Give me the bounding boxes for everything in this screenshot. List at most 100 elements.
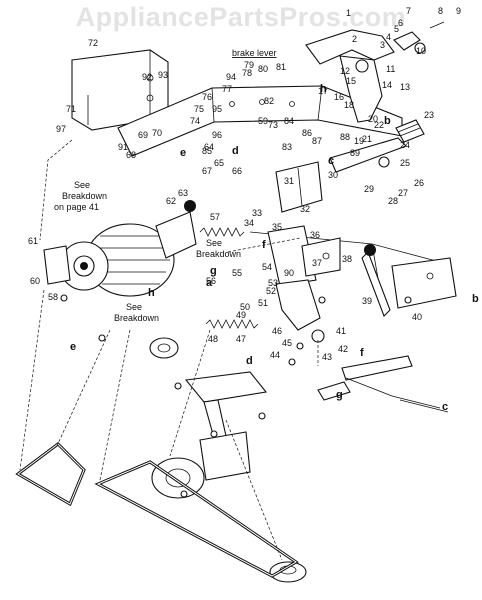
center-bracket-part: [275, 161, 323, 213]
engine-assembly-part: [43, 200, 197, 297]
callout: 96: [212, 130, 222, 140]
shift-lever-part: [361, 244, 457, 317]
callout: 68: [126, 150, 136, 160]
ref-letter: e: [180, 147, 186, 159]
note-line: Breakdown: [196, 249, 241, 259]
ref-letter: d: [246, 355, 253, 367]
callout: 17: [318, 86, 328, 96]
ref-letter: f: [262, 239, 266, 251]
spring-part: [205, 319, 259, 329]
callout: 49: [236, 310, 246, 320]
ref-letter: a: [206, 277, 213, 289]
callout: 29: [364, 184, 374, 194]
callout: 76: [202, 92, 212, 102]
callout: 20: [368, 114, 378, 124]
callout: 32: [300, 204, 310, 214]
callout: 5: [394, 24, 399, 34]
callout: 40: [412, 312, 422, 322]
brake-linkage-part: [317, 355, 449, 413]
callout: 16: [334, 92, 344, 102]
callout: 56: [206, 276, 216, 286]
callout: 48: [208, 334, 218, 344]
callout: 33: [252, 208, 262, 218]
callout: 58: [48, 292, 58, 302]
callout: 97: [56, 124, 66, 134]
pedal-arm-part: [329, 119, 425, 173]
clutch-arm-part: [275, 279, 325, 343]
note-line: See: [74, 180, 90, 190]
transmission-pulley-part: [151, 431, 251, 499]
callout: 84: [284, 116, 294, 126]
callout: 66: [232, 166, 242, 176]
note-line: See: [206, 238, 222, 248]
see-breakdown-note-mid: See Breakdown: [196, 238, 241, 259]
idler-bracket-part: [184, 371, 268, 439]
callout: 47: [236, 334, 246, 344]
callout: 88: [340, 132, 350, 142]
brake-lever-label: brake lever: [232, 48, 277, 58]
callout: 21: [362, 134, 372, 144]
mower-belt-part: [94, 460, 299, 578]
callout: 71: [66, 104, 76, 114]
note-line: Breakdown: [62, 191, 107, 201]
ref-letter: c: [328, 155, 334, 167]
ref-letter: e: [70, 341, 76, 353]
callout: 90: [284, 268, 294, 278]
callout: 57: [210, 212, 220, 222]
callout: 67: [202, 166, 212, 176]
callout: 41: [336, 326, 346, 336]
callout: 77: [222, 84, 232, 94]
note-line: Breakdown: [114, 313, 159, 323]
callout: 39: [362, 296, 372, 306]
callout: 82: [264, 96, 274, 106]
note-line: on page 41: [54, 202, 99, 212]
callout: 22: [374, 120, 384, 130]
callout: 62: [166, 196, 176, 206]
note-line: See: [126, 302, 142, 312]
callout: 69: [138, 130, 148, 140]
callout: 73: [268, 120, 278, 130]
callout: 38: [342, 254, 352, 264]
callout: 63: [178, 188, 188, 198]
brake-lever-part: [305, 21, 445, 123]
ref-letter: b: [472, 293, 479, 305]
ref-letter: g: [336, 389, 343, 401]
fastener-marks: [60, 294, 412, 498]
callout: 28: [388, 196, 398, 206]
callout: 61: [28, 236, 38, 246]
pulley-left-part: [149, 337, 179, 359]
callout: 3: [380, 40, 385, 50]
callout: 27: [398, 188, 408, 198]
callout: 72: [88, 38, 98, 48]
callout: 26: [414, 178, 424, 188]
callout: 15: [346, 76, 356, 86]
callout: 87: [312, 136, 322, 146]
ref-letter: f: [360, 347, 364, 359]
callout: 64: [204, 142, 214, 152]
callout: 42: [338, 344, 348, 354]
spring-upper-part: [199, 227, 245, 237]
callout: 36: [310, 230, 320, 240]
ref-letter: h: [320, 83, 327, 95]
callout: 44: [270, 350, 280, 360]
callout: 78: [242, 68, 252, 78]
callout: 75: [194, 104, 204, 114]
callout: 60: [30, 276, 40, 286]
ref-letter: d: [232, 145, 239, 157]
watermark-text: AppliancePartsPros.com: [75, 2, 407, 32]
callout: 13: [400, 82, 410, 92]
callout: 24: [400, 140, 410, 150]
ref-letter: b: [384, 115, 391, 127]
callout: 59: [258, 116, 268, 126]
callout: 51: [258, 298, 268, 308]
ref-letter: h: [148, 287, 155, 299]
callout: 95: [212, 104, 222, 114]
callout: 19: [354, 136, 364, 146]
leader-lines: [19, 139, 319, 561]
callout: 65: [214, 158, 224, 168]
callout: 86: [302, 128, 312, 138]
callout: 80: [258, 64, 268, 74]
callout: 6: [398, 18, 403, 28]
ref-letter: g: [210, 265, 217, 277]
